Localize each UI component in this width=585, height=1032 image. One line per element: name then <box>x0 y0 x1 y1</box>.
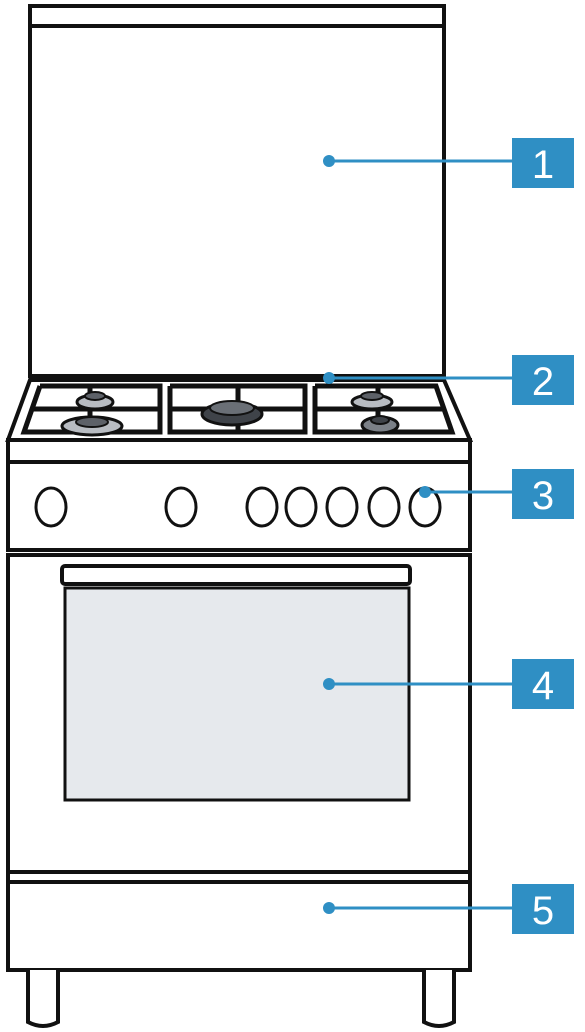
legs <box>26 970 456 1028</box>
burner-rear-right <box>350 391 394 411</box>
oven-door-handle <box>60 564 412 586</box>
lid <box>28 4 446 378</box>
callout-number-5: 5 <box>532 889 554 933</box>
knob-1 <box>34 486 68 528</box>
drawer-front <box>6 880 472 972</box>
burner-rear-left <box>75 391 115 411</box>
control-panel-body <box>6 460 472 552</box>
callout-number-2: 2 <box>532 360 554 404</box>
lid-top-strip <box>28 4 446 28</box>
burner-center-wok <box>200 400 264 427</box>
oven-window <box>63 586 411 802</box>
knob-3 <box>245 486 279 528</box>
control-knobs <box>34 486 442 528</box>
callout-number-4: 4 <box>532 664 554 708</box>
knob-4 <box>284 486 318 528</box>
callouts: 1 2 3 4 5 <box>323 138 574 934</box>
burner-front-right <box>360 415 400 435</box>
knob-5 <box>325 486 359 528</box>
control-panel <box>6 438 472 552</box>
leg-right <box>422 970 456 1028</box>
callout-5: 5 <box>323 884 574 934</box>
callout-2: 2 <box>323 355 574 405</box>
knob-6 <box>367 486 401 528</box>
control-panel-top-strip <box>6 438 472 464</box>
storage-drawer <box>6 870 472 972</box>
burner-front-left <box>60 415 124 437</box>
knob-2 <box>164 486 198 528</box>
callout-4: 4 <box>323 659 574 709</box>
oven-door <box>6 553 472 874</box>
lid-panel <box>28 24 446 378</box>
callout-3: 3 <box>419 469 574 519</box>
callout-1: 1 <box>323 138 574 188</box>
callout-number-3: 3 <box>532 474 554 518</box>
callout-number-1: 1 <box>532 143 554 187</box>
leg-left <box>26 970 60 1028</box>
gas-hob <box>5 378 474 442</box>
